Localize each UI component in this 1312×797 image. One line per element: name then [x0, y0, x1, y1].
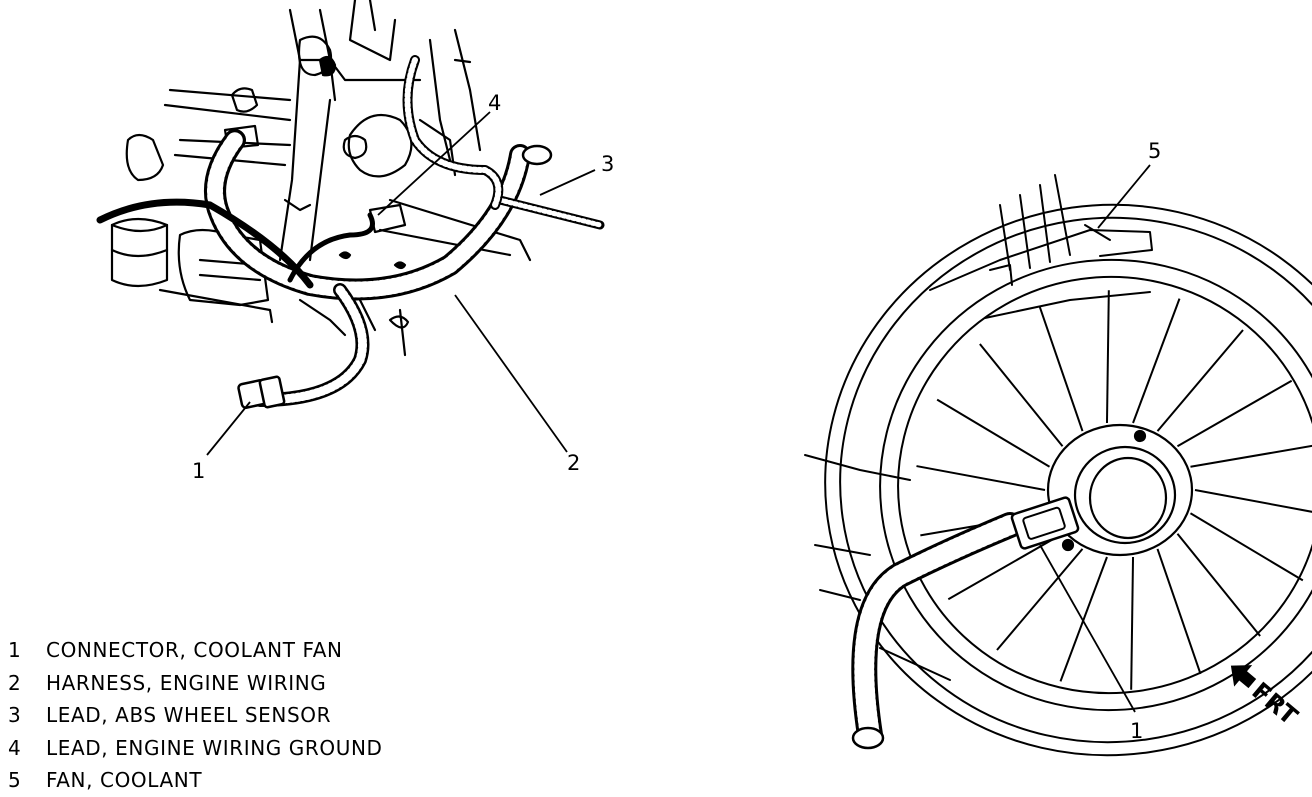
fan-motor-hub — [1046, 423, 1194, 557]
fan-blade — [1156, 329, 1244, 432]
legend-text: FAN, COOLANT — [46, 768, 203, 793]
fan-blade — [1176, 379, 1293, 448]
legend-text: LEAD, ENGINE WIRING GROUND — [46, 735, 383, 760]
legend-text: LEAD, ABS WHEEL SENSOR — [46, 703, 332, 728]
callout-left-1: 1 — [192, 459, 205, 483]
legend-number: 4 — [8, 735, 22, 760]
fan-blade — [947, 532, 1064, 601]
arrow-icon — [1230, 665, 1257, 689]
fan-blade — [1132, 298, 1181, 424]
fan-blade — [1189, 512, 1304, 582]
fan-blade — [1190, 444, 1312, 468]
legend-number: 3 — [8, 703, 22, 728]
fan-blade — [1156, 548, 1202, 675]
callout-left-4: 4 — [488, 91, 501, 115]
callout-right-5: 5 — [1148, 139, 1161, 163]
legend: 1 CONNECTOR, COOLANT FAN 2 HARNESS, ENGI… — [8, 634, 383, 797]
front-direction-indicator: FRT — [1230, 665, 1304, 731]
coolant-fan-connector-right — [851, 496, 1080, 750]
coolant-fan-view — [804, 174, 1312, 757]
frt-label: FRT — [1247, 677, 1304, 731]
legend-number: 5 — [8, 768, 22, 793]
fan-blade — [1059, 556, 1108, 682]
fan-blade — [996, 548, 1084, 651]
fan-blade — [979, 343, 1064, 447]
legend-text: CONNECTOR, COOLANT FAN — [46, 638, 343, 663]
fan-blade — [1176, 533, 1261, 637]
engine-wiring-harness — [96, 55, 605, 407]
legend-number: 2 — [8, 670, 22, 695]
fan-blades — [916, 290, 1312, 690]
fan-blade — [1194, 489, 1312, 513]
legend-row: 3 LEAD, ABS WHEEL SENSOR — [8, 699, 383, 732]
callout-left-3: 3 — [601, 152, 614, 176]
legend-row: 5 FAN, COOLANT — [8, 764, 383, 797]
coolant-fan-connector-left — [237, 375, 286, 409]
callout-left-2: 2 — [567, 451, 580, 475]
left-leader-lines — [206, 111, 596, 456]
legend-row: 2 HARNESS, ENGINE WIRING — [8, 667, 383, 700]
engine-compartment-view — [110, 0, 532, 357]
fan-blade — [1105, 290, 1110, 424]
fan-blade — [1038, 305, 1084, 432]
legend-row: 4 LEAD, ENGINE WIRING GROUND — [8, 732, 383, 765]
fan-blade — [936, 398, 1051, 468]
legend-text: HARNESS, ENGINE WIRING — [46, 670, 327, 695]
fan-blade — [916, 465, 1046, 491]
callout-right-1: 1 — [1130, 719, 1143, 743]
legend-number: 1 — [8, 638, 22, 663]
right-leader-lines — [1039, 164, 1151, 713]
fan-blade — [1130, 556, 1135, 690]
legend-row: 1 CONNECTOR, COOLANT FAN — [8, 634, 383, 667]
